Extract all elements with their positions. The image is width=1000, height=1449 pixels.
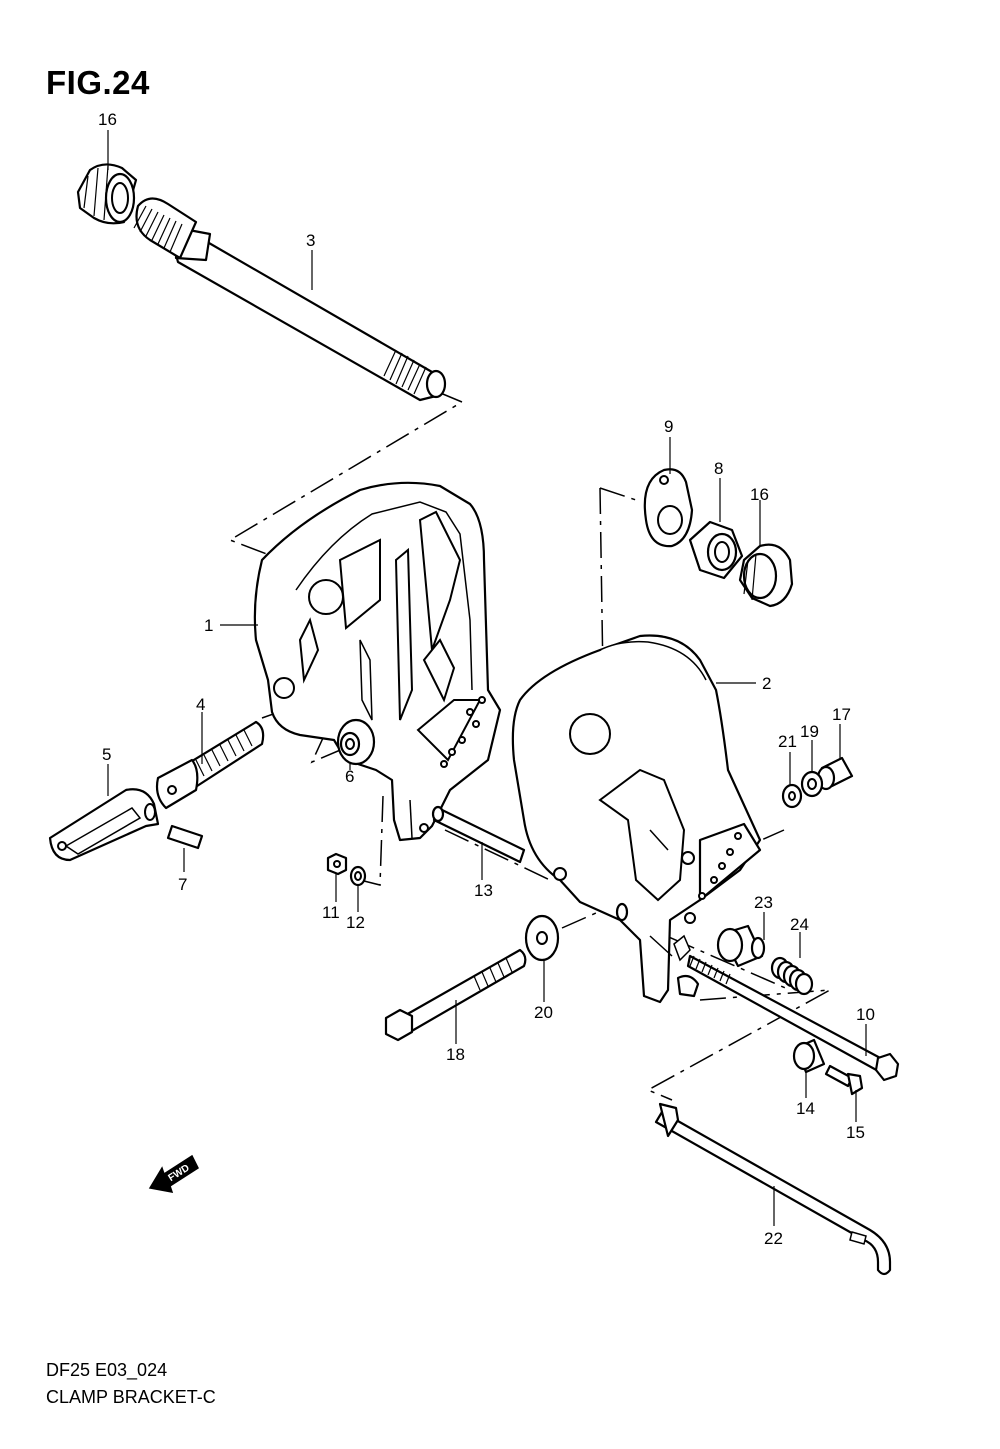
callout-16-right: 16: [750, 485, 769, 504]
callout-19: 19: [800, 722, 819, 741]
adjust-rod-part: [155, 720, 265, 810]
callout-22: 22: [764, 1229, 783, 1248]
collar-part: [716, 924, 766, 968]
callout-23: 23: [754, 893, 773, 912]
nut-small-part: [326, 852, 348, 876]
tilt-rod-part: [654, 1102, 892, 1276]
callout-9: 9: [664, 417, 673, 436]
bush-part: [792, 1038, 826, 1074]
callout-11: 11: [322, 903, 340, 922]
callout-1: 1: [204, 616, 213, 635]
callout-13: 13: [474, 881, 493, 900]
washer-right-part: [781, 783, 803, 809]
callout-6: 6: [345, 767, 354, 786]
cap-nut-part: [816, 756, 854, 791]
diagram-caption: CLAMP BRACKET-C: [46, 1387, 216, 1407]
callout-labels: 16 3 9 8 16 1 2 4 17 19 21 5 6 7 13 23 1…: [98, 110, 875, 1248]
forward-arrow-icon: FWD: [148, 1154, 199, 1193]
pin-part: [166, 824, 204, 850]
spring-part: [770, 956, 814, 996]
callout-8: 8: [714, 459, 723, 478]
callout-24: 24: [790, 915, 809, 934]
long-bolt-part: [384, 948, 527, 1042]
leader-lines: [107, 130, 867, 1226]
callout-21: 21: [778, 732, 797, 751]
callout-3: 3: [306, 231, 315, 250]
callout-4: 4: [196, 695, 205, 714]
callout-18: 18: [446, 1045, 465, 1064]
callout-2: 2: [762, 674, 771, 693]
callout-14: 14: [796, 1099, 815, 1118]
callout-12: 12: [346, 913, 365, 932]
bolt-long-part: [686, 954, 900, 1082]
callout-15: 15: [846, 1123, 865, 1142]
callout-10: 10: [856, 1005, 875, 1024]
plate-part: [643, 468, 694, 548]
callout-16-top: 16: [98, 110, 117, 129]
hex-nut-part: [688, 520, 744, 580]
shaft-part: [431, 805, 526, 864]
callout-7: 7: [178, 875, 187, 894]
tilt-tube-part: [133, 197, 447, 402]
clamp-bracket-right-part: [511, 634, 762, 1004]
washer-small-part: [349, 865, 367, 887]
bushing-part: [336, 718, 376, 766]
tube-nut-top-part: [76, 163, 138, 225]
thrust-lever-part: [48, 788, 160, 862]
clamp-bracket-left-part: [253, 481, 502, 842]
fig-title: FIG.24: [46, 64, 150, 101]
diagram-code: DF25 E03_024: [46, 1360, 168, 1380]
callout-17: 17: [832, 705, 851, 724]
small-bolt-part: [824, 1064, 864, 1096]
callout-20: 20: [534, 1003, 553, 1022]
nut-right-part: [800, 770, 824, 798]
large-washer-part: [524, 914, 560, 962]
callout-5: 5: [102, 745, 111, 764]
tube-nut-right-part: [738, 543, 794, 608]
